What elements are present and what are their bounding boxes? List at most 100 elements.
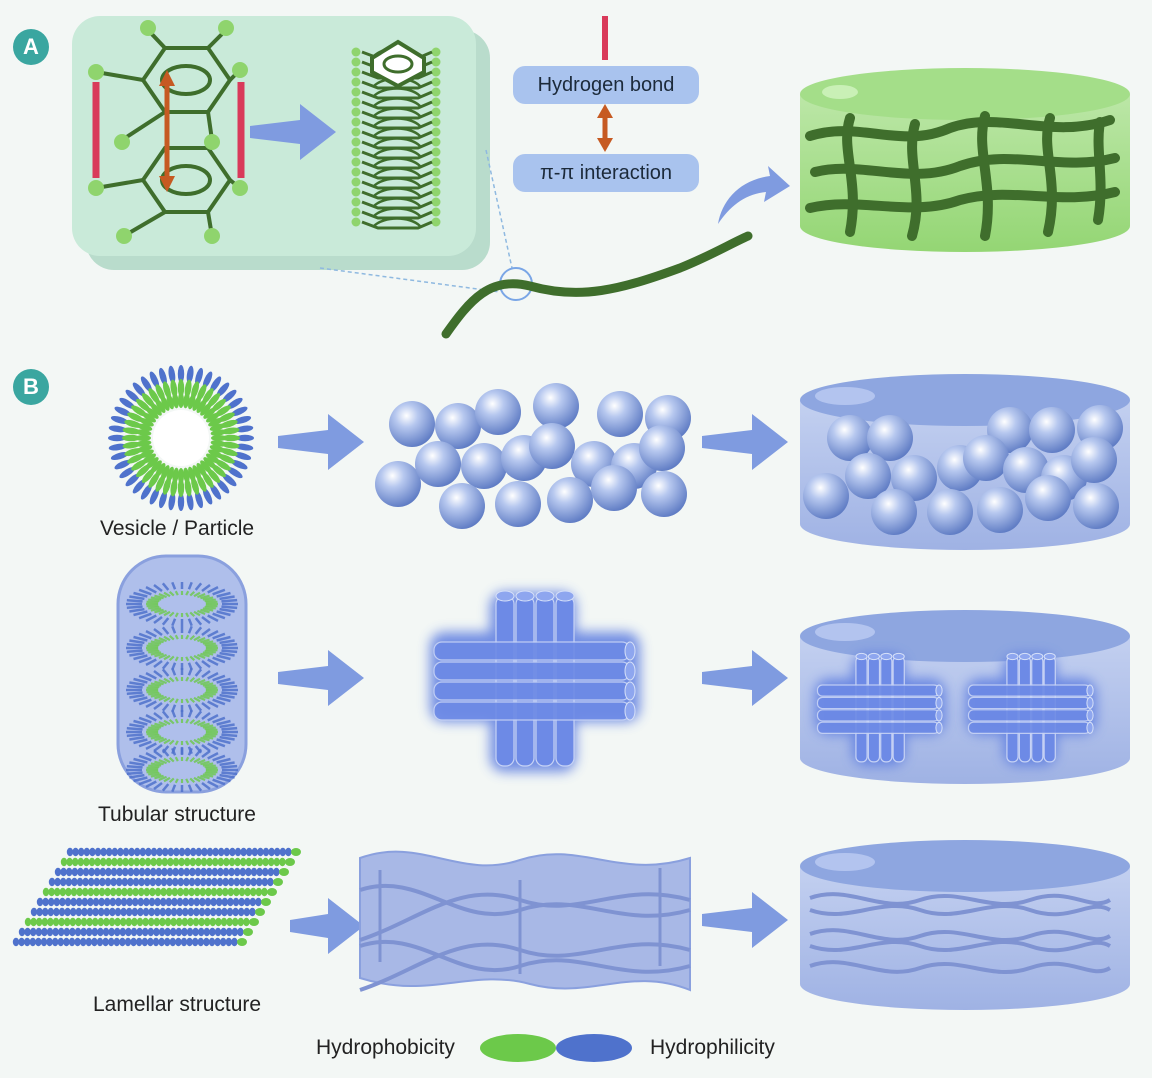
inner-tail bbox=[150, 402, 162, 416]
stacked-fibre bbox=[351, 39, 441, 230]
tube-tail bbox=[174, 634, 179, 640]
stack-layer bbox=[373, 187, 421, 197]
tube-tail bbox=[189, 718, 196, 725]
tube-vertical bbox=[1018, 655, 1032, 763]
lamellar-unit bbox=[85, 937, 93, 947]
hydrogen-bond-label: Hydrogen bond bbox=[513, 66, 699, 104]
tube-tail bbox=[163, 696, 171, 703]
lamellar-unit bbox=[47, 917, 54, 927]
tube-vertical bbox=[867, 655, 881, 763]
lamellar-unit bbox=[131, 907, 138, 917]
lamellar-unit bbox=[164, 927, 171, 937]
tube-end bbox=[1086, 696, 1094, 710]
stack-layer bbox=[373, 167, 421, 177]
outer-headgroup bbox=[233, 415, 252, 424]
tube-tail bbox=[158, 721, 167, 727]
lamellar-unit bbox=[116, 857, 124, 867]
inner-tail bbox=[160, 465, 170, 480]
lamellar-unit bbox=[187, 907, 194, 917]
tube-end bbox=[535, 590, 555, 602]
lamellar-unit bbox=[249, 907, 256, 917]
tube-headgroup bbox=[201, 749, 211, 759]
lamellar-unit bbox=[76, 887, 83, 897]
lamellar-unit bbox=[122, 867, 129, 877]
tube-tail bbox=[193, 677, 201, 684]
curved-arrow bbox=[718, 166, 790, 224]
lamellar-unit bbox=[268, 857, 275, 867]
lamellar-unit bbox=[188, 897, 195, 907]
inner-tail bbox=[135, 435, 151, 441]
lamellar-unit bbox=[147, 937, 154, 947]
lamellar-unit bbox=[167, 847, 174, 857]
tube-headgroup bbox=[212, 716, 226, 724]
lamellar-unit bbox=[222, 877, 229, 887]
particle bbox=[533, 383, 579, 429]
tube-headgroup bbox=[171, 625, 177, 634]
tube-tail bbox=[154, 680, 164, 686]
lamellar-unit bbox=[205, 877, 212, 887]
lamellar-unit bbox=[87, 897, 94, 907]
lamellar-unit bbox=[199, 897, 206, 907]
tube-headgroup bbox=[194, 661, 203, 670]
lamellar-unit bbox=[250, 887, 257, 897]
lamellar-unit bbox=[210, 887, 218, 897]
lamellar-unit bbox=[126, 907, 133, 917]
lamellar-unit bbox=[53, 907, 60, 917]
lamellar-unit bbox=[114, 917, 121, 927]
tube-tail bbox=[202, 607, 214, 612]
inner-tail bbox=[183, 467, 190, 484]
lamellar-unit bbox=[161, 857, 168, 867]
tube-tail bbox=[189, 756, 196, 763]
tube-end bbox=[1043, 652, 1056, 661]
lamellar-unit bbox=[167, 857, 174, 867]
stack-layer bbox=[373, 157, 421, 167]
tube-headgroup bbox=[187, 747, 193, 756]
tube-tail bbox=[204, 642, 216, 647]
lamellar-unit bbox=[93, 877, 101, 887]
lamellar-unit bbox=[220, 917, 228, 927]
tube-tail bbox=[205, 690, 218, 694]
lamellar-unit bbox=[261, 887, 268, 897]
lamellar-unit bbox=[57, 937, 64, 947]
lamellar-unit bbox=[89, 847, 96, 857]
lamellar-unit bbox=[41, 917, 48, 927]
inner-tail bbox=[210, 429, 227, 436]
tube-headgroup bbox=[201, 659, 211, 669]
tube-tail bbox=[205, 766, 218, 770]
particle bbox=[591, 465, 637, 511]
lamellar-unit bbox=[273, 867, 280, 877]
tube-headgroup bbox=[145, 672, 157, 680]
end-group bbox=[351, 127, 361, 137]
lamellar-unit bbox=[194, 887, 201, 897]
lamellar-unit bbox=[82, 877, 89, 887]
tube-headgroup bbox=[207, 714, 219, 722]
lamellar-unit bbox=[187, 917, 194, 927]
outer-headgroup bbox=[216, 382, 230, 397]
end-group bbox=[431, 157, 441, 167]
outer-headgroup bbox=[177, 493, 185, 511]
lamellar-unit bbox=[228, 857, 236, 867]
lamellar-unit bbox=[238, 887, 246, 897]
lamellar-unit bbox=[126, 897, 133, 907]
lamellar-unit bbox=[212, 857, 219, 867]
particle-cluster bbox=[375, 383, 691, 529]
inner-tail bbox=[150, 460, 162, 474]
tube-tail bbox=[158, 695, 167, 701]
tube-tail bbox=[185, 698, 190, 704]
lamellar-unit bbox=[190, 847, 197, 857]
lamellar-unit bbox=[109, 897, 117, 907]
lamellar-unit bbox=[176, 917, 183, 927]
tube-headgroup bbox=[145, 780, 157, 788]
tube-headgroup bbox=[216, 635, 231, 642]
tube-headgroup bbox=[129, 773, 145, 779]
lamellar-unit bbox=[172, 877, 179, 887]
tube-tail bbox=[205, 648, 218, 652]
lamellar-unit bbox=[262, 867, 269, 877]
particle bbox=[803, 473, 849, 519]
lamellar-unit bbox=[256, 877, 263, 887]
tube-headgroup bbox=[129, 651, 145, 657]
lamellar-unit bbox=[243, 917, 250, 927]
particle bbox=[927, 489, 973, 535]
tube-headgroup bbox=[221, 684, 238, 689]
lamellar-unit bbox=[54, 867, 62, 877]
